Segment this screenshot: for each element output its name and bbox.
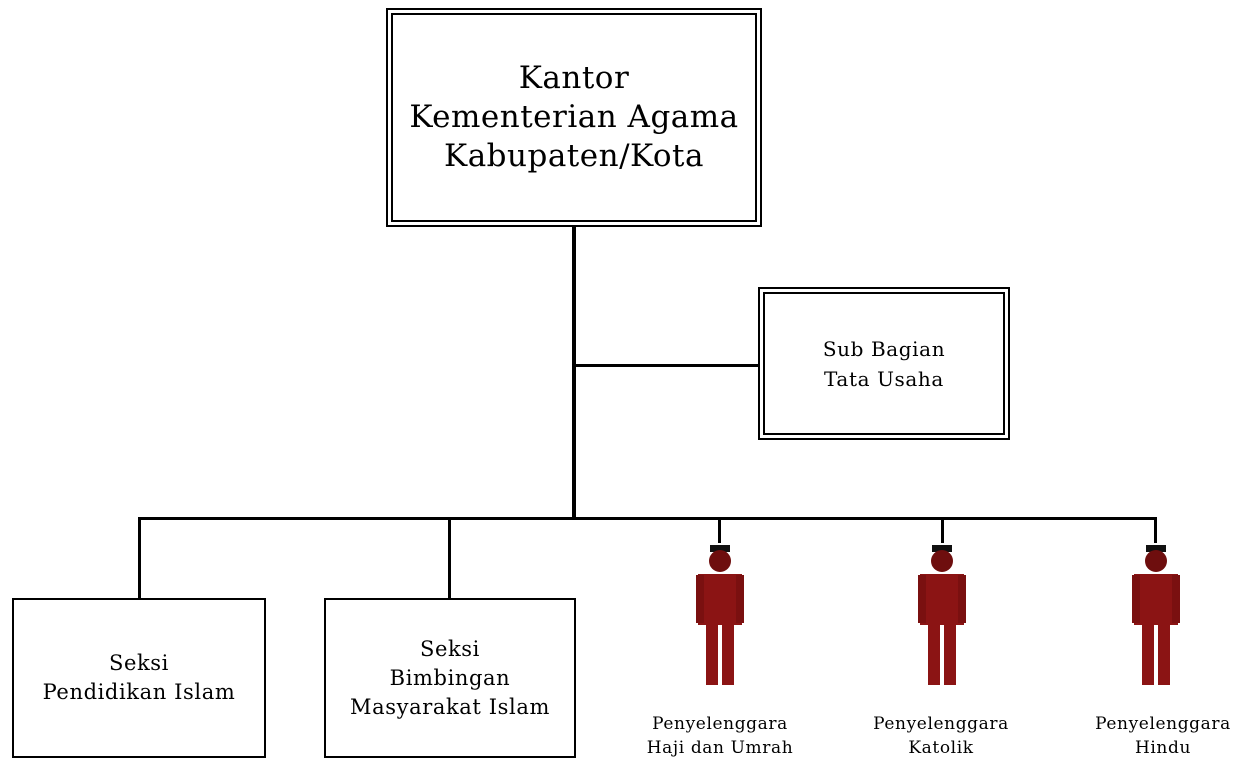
connector-horizontal-bus bbox=[138, 517, 1157, 520]
connector-drop-organizer-2 bbox=[941, 517, 944, 543]
organizer-label-katolik: Penyelenggara Katolik bbox=[873, 714, 1009, 758]
connector-staff-branch bbox=[574, 364, 760, 367]
sub-bagian-box: Sub Bagian Tata Usaha bbox=[758, 287, 1010, 440]
seksi-bimbingan-label: Seksi Bimbingan Masyarakat Islam bbox=[350, 636, 550, 719]
sub-bagian-label: Sub Bagian Tata Usaha bbox=[822, 336, 946, 391]
organizer-label-hindu: Penyelenggara Hindu bbox=[1095, 714, 1231, 758]
connector-head-trunk bbox=[572, 224, 576, 518]
connector-drop-seksi-1 bbox=[138, 517, 141, 599]
connector-drop-organizer-3 bbox=[1154, 517, 1157, 543]
connector-drop-seksi-2 bbox=[448, 517, 451, 599]
person-icon bbox=[918, 545, 966, 685]
person-icon bbox=[696, 545, 744, 685]
seksi-bimbingan-box: Seksi Bimbingan Masyarakat Islam bbox=[324, 598, 576, 758]
organizer-label-haji: Penyelenggara Haji dan Umrah bbox=[646, 714, 794, 758]
seksi-pendidikan-box: Seksi Pendidikan Islam bbox=[12, 598, 266, 758]
person-icon bbox=[1132, 545, 1180, 685]
head-office-label: Kantor Kementerian Agama Kabupaten/Kota bbox=[409, 60, 739, 174]
seksi-pendidikan-label: Seksi Pendidikan Islam bbox=[42, 651, 236, 704]
head-office-box: Kantor Kementerian Agama Kabupaten/Kota bbox=[386, 8, 762, 227]
connector-drop-organizer-1 bbox=[718, 517, 721, 543]
